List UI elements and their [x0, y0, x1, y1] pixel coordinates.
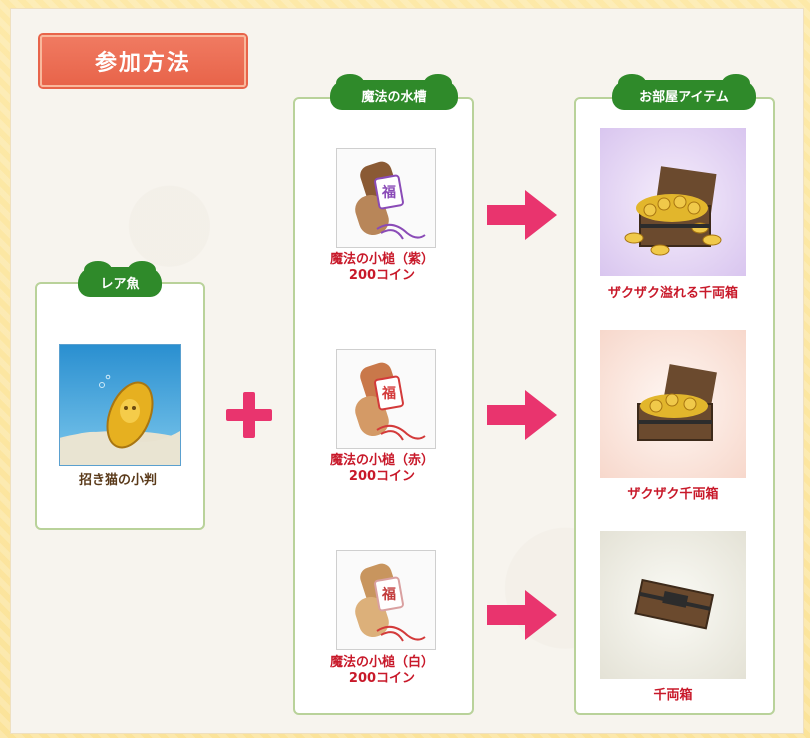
rare-fish-item-label: 招き猫の小判: [78, 473, 157, 488]
mallet-label: 魔法の小槌（紫） 200コイン: [303, 252, 461, 284]
plus-icon: [226, 392, 272, 438]
mallet-purple-icon: 福: [337, 149, 435, 247]
mallet-label: 魔法の小槌（白） 200コイン: [303, 655, 461, 687]
arrow-right-icon: [487, 390, 557, 440]
room-item-label: ザクザク千両箱: [627, 487, 719, 502]
svg-text:福: 福: [381, 184, 396, 201]
magic-tank-badge: 魔法の水槽: [330, 74, 458, 110]
mallet-name: 魔法の小槌（白）: [329, 655, 434, 670]
treasure-chest-thumbnail: [600, 128, 746, 276]
room-item-label: ザクザク溢れる千両箱: [607, 286, 738, 301]
page-title: 参加方法: [40, 35, 246, 87]
mallet-thumbnail: 福: [336, 550, 436, 650]
closed-chest-icon: [600, 531, 746, 679]
mallet-thumbnail: 福: [336, 148, 436, 248]
arrow-right-icon: [487, 190, 557, 240]
rare-fish-badge: レア魚: [78, 261, 162, 297]
room-items-badge: お部屋アイテム: [612, 74, 756, 110]
mallet-white-icon: 福: [337, 551, 435, 649]
mallet-name: 魔法の小槌（紫）: [329, 252, 434, 267]
rare-fish-badge-label: レア魚: [100, 276, 140, 292]
room-items-badge-label: お部屋アイテム: [639, 89, 729, 105]
mallet-thumbnail: 福: [336, 349, 436, 449]
arrow-right-icon: [487, 590, 557, 640]
mallet-price: 200コイン: [348, 671, 416, 686]
koban-fish-thumbnail: [59, 344, 181, 466]
svg-text:福: 福: [381, 586, 396, 603]
treasure-chest-thumbnail: [600, 531, 746, 679]
treasure-chest-thumbnail: [600, 330, 746, 478]
magic-tank-badge-label: 魔法の水槽: [361, 89, 427, 105]
svg-text:福: 福: [381, 385, 396, 402]
gold-chest-icon: [600, 330, 746, 478]
overflowing-chest-icon: [600, 128, 746, 276]
koban-fish-icon: [60, 345, 180, 465]
mallet-name: 魔法の小槌（赤）: [329, 453, 434, 468]
mallet-price: 200コイン: [348, 469, 416, 484]
mallet-price: 200コイン: [348, 268, 416, 283]
room-item-label: 千両箱: [653, 688, 693, 703]
mallet-label: 魔法の小槌（赤） 200コイン: [303, 453, 461, 485]
mallet-red-icon: 福: [337, 350, 435, 448]
